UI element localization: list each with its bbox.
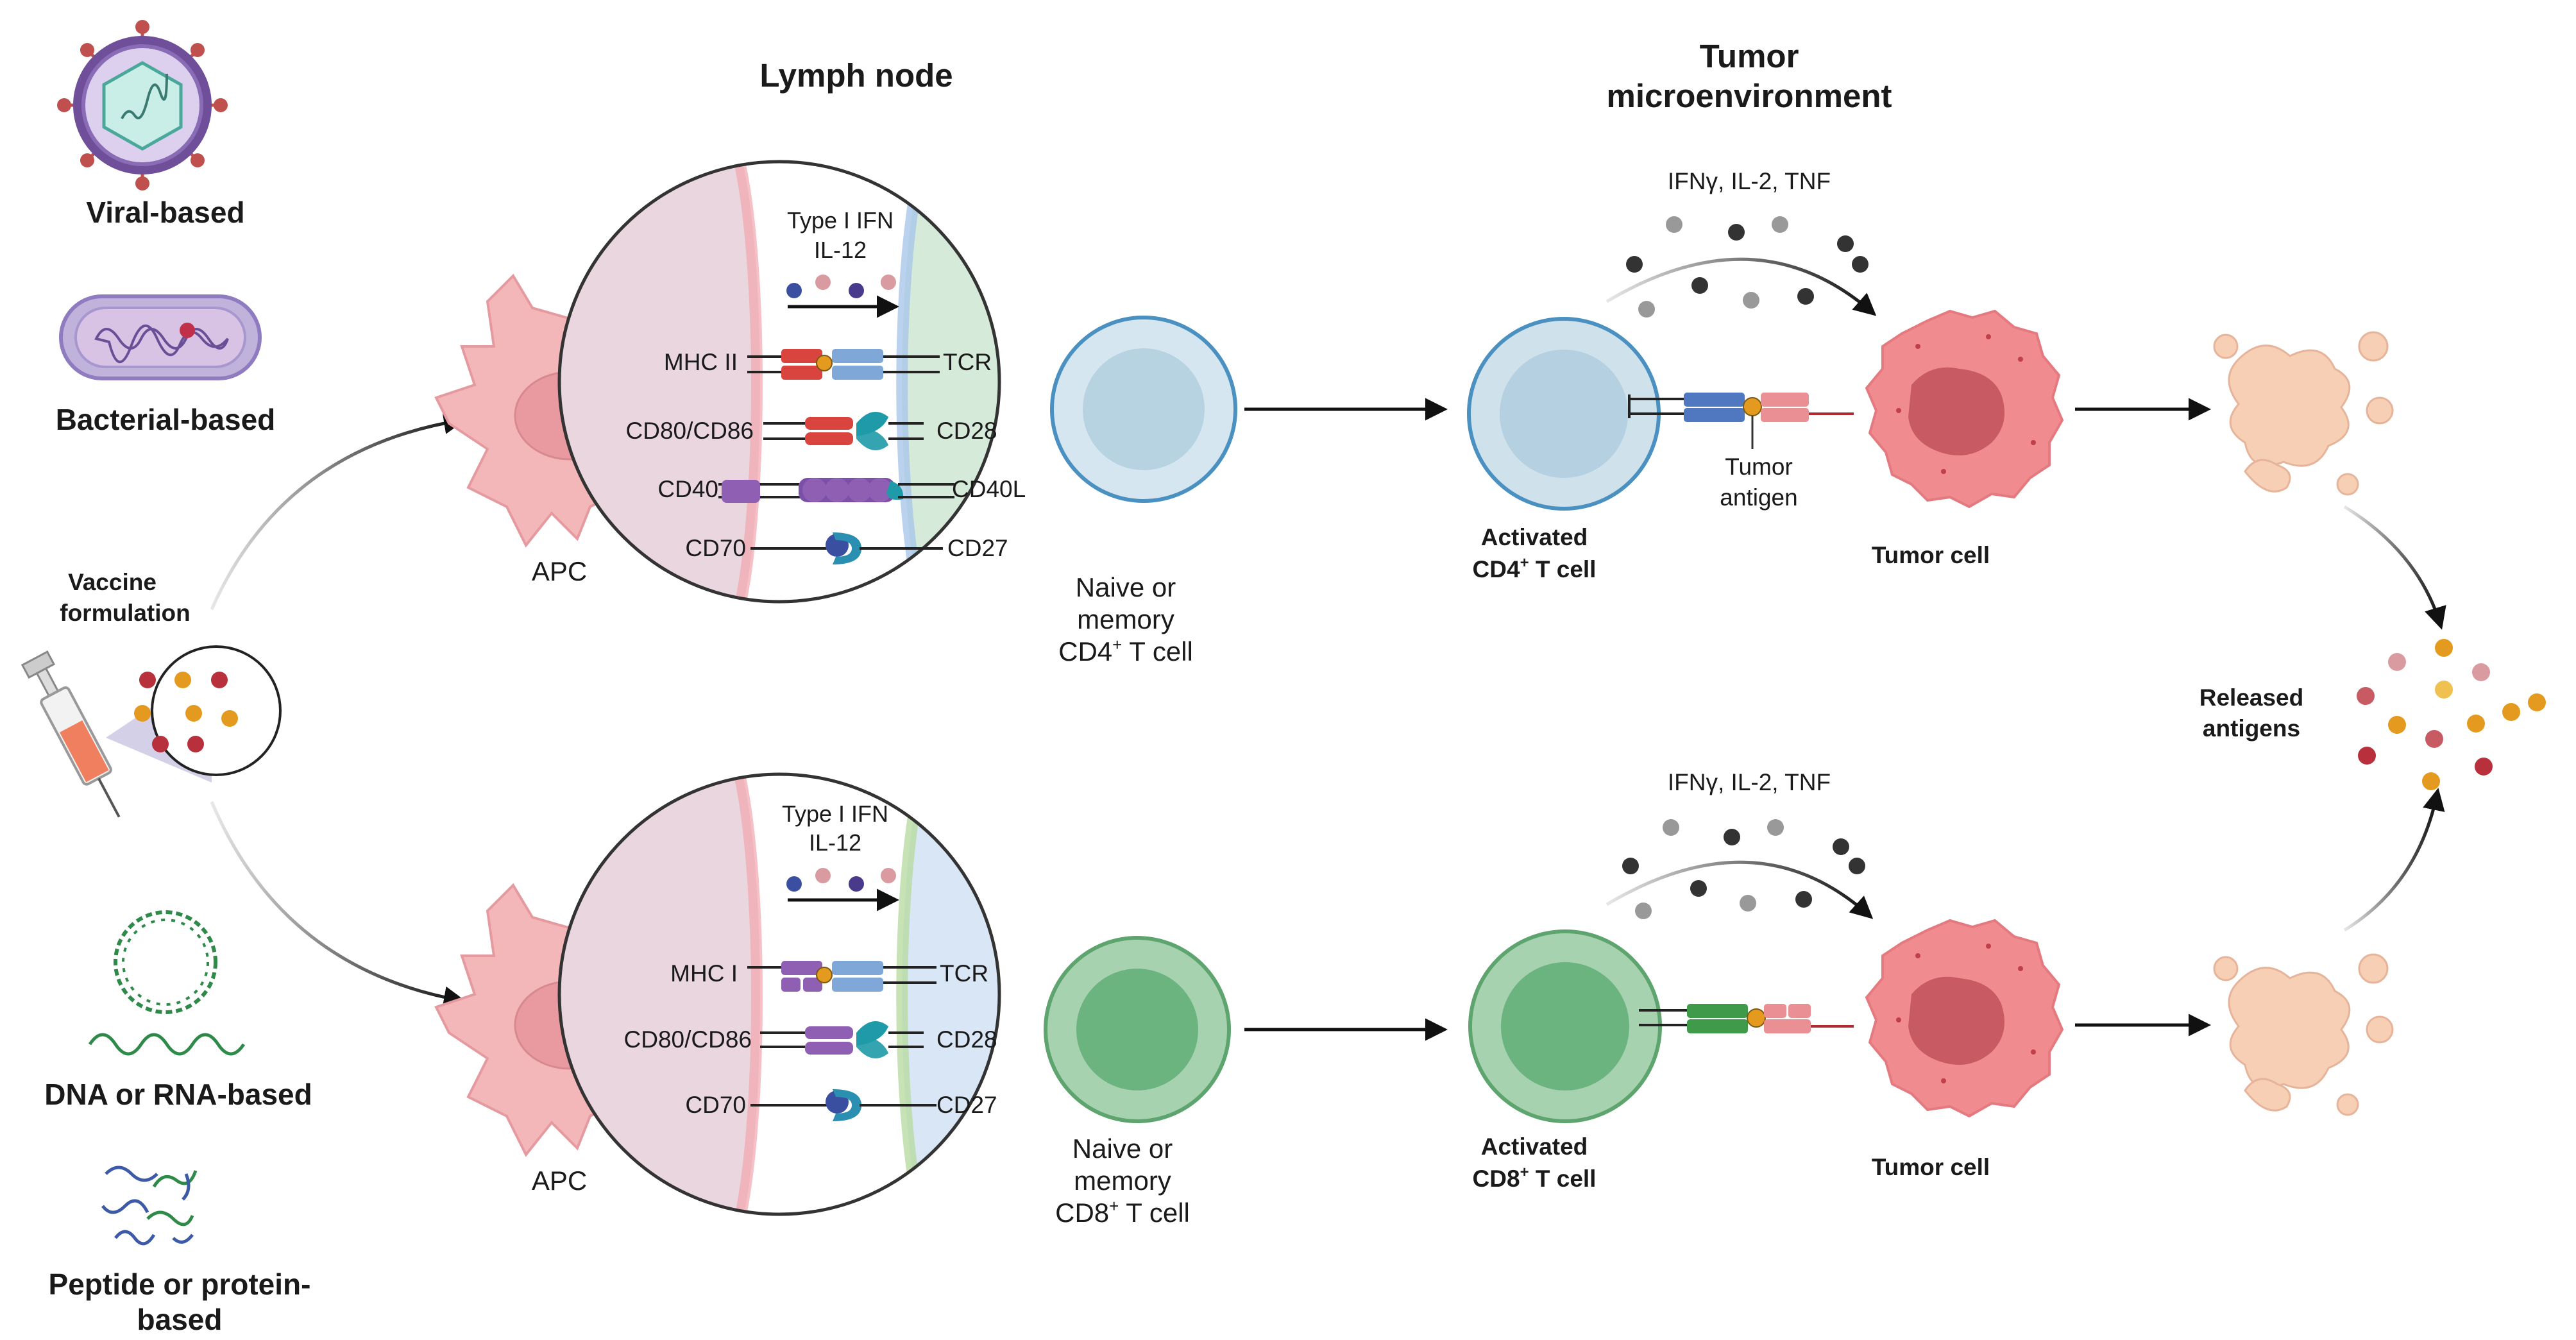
cd4-activated-line1: Activated <box>1481 524 1588 550</box>
arrow-to-cd8-apc <box>210 801 466 1009</box>
cd8-tumor-cell <box>1865 919 2064 1118</box>
cd4-pair-right-1: CD28 <box>936 418 997 444</box>
peptide-vaccine-icon <box>101 1166 198 1246</box>
cd4-activated-t-cell <box>1467 317 1661 511</box>
cd8-pair-left-2: CD70 <box>685 1092 746 1118</box>
cd4-naive-t-cell <box>1050 316 1237 503</box>
cd8-naive-t-cell <box>1044 936 1231 1123</box>
cd8-tumor-cell-label: Tumor cell <box>1872 1154 1990 1180</box>
dna-rna-based-label: DNA or RNA-based <box>44 1078 312 1111</box>
peptide-based-label-line1: Peptide or protein- <box>49 1268 311 1301</box>
cd4-tumor-antigen-line1: Tumor <box>1725 454 1793 480</box>
arrow-cd4-debris-to-antigens <box>2343 505 2446 630</box>
cd4-apc-label: APC <box>532 556 587 586</box>
cd8-pair-left-1: CD80/CD86 <box>624 1026 752 1053</box>
tumor-heading-line2: microenvironment <box>1607 78 1892 114</box>
cd8-synapse-zoom <box>557 772 1001 1216</box>
cd4-effector-cytokine-dots <box>1626 216 1868 318</box>
cd4-effector-cytokines: IFNγ, IL-2, TNF <box>1668 168 1831 194</box>
released-antigen-dots <box>2357 639 2546 790</box>
cd4-pair-right-2: CD40L <box>952 476 1026 502</box>
dna-rna-vaccine-icon <box>88 910 246 1056</box>
cd4-naive-line3: CD4+ T cell <box>1058 635 1193 666</box>
bacterial-based-label: Bacterial-based <box>56 403 276 436</box>
cd4-naive-line2: memory <box>1077 604 1174 634</box>
cd4-tcr-antigen-complex <box>1628 393 1854 449</box>
viral-vaccine-icon <box>57 20 228 191</box>
cd4-synapse-zoom <box>557 160 1001 604</box>
cd8-activated-line1: Activated <box>1481 1133 1588 1160</box>
cd4-tumor-antigen-line2: antigen <box>1720 484 1797 511</box>
cd4-tumor-cell-label: Tumor cell <box>1872 542 1990 568</box>
formulation-antigen-bubble <box>134 645 282 776</box>
cd8-effector-cytokine-dots <box>1622 819 1865 919</box>
lymph-node-heading: Lymph node <box>759 57 953 94</box>
cd4-cytokines-line1: Type I IFN <box>787 207 894 233</box>
released-antigens-line1: Released <box>2199 684 2304 711</box>
cd8-apc-label: APC <box>532 1166 587 1196</box>
arrow-to-cd4-apc <box>210 412 466 611</box>
cd4-pair-left-1: CD80/CD86 <box>626 418 754 444</box>
cd4-activated-line2: CD4+ T cell <box>1473 554 1597 582</box>
cd8-naive-line3: CD8+ T cell <box>1055 1196 1190 1228</box>
peptide-based-label-line2: based <box>137 1303 223 1336</box>
cd8-tcr-antigen-complex <box>1639 1004 1854 1033</box>
cd4-pair-left-0: MHC II <box>664 349 738 375</box>
cd4-pair-right-0: TCR <box>943 349 992 375</box>
viral-based-label: Viral-based <box>86 196 244 229</box>
tumor-heading-line1: Tumor <box>1700 38 1799 74</box>
cd8-naive-line1: Naive or <box>1072 1133 1173 1164</box>
cd8-tumor-debris <box>2213 953 2394 1116</box>
cd8-cytokines-line2: IL-12 <box>809 829 861 856</box>
cd4-cytokines-line2: IL-12 <box>814 237 867 263</box>
cd8-pair-left-0: MHC I <box>670 960 738 987</box>
cd4-pair-left-2: CD40 <box>657 476 718 502</box>
cd8-cytokines-line1: Type I IFN <box>782 801 888 827</box>
bacterial-vaccine-icon <box>59 294 262 380</box>
cd8-effector-cytokines: IFNγ, IL-2, TNF <box>1668 769 1831 795</box>
vaccine-formulation-line2: formulation <box>60 600 190 626</box>
cd8-pair-right-2: CD27 <box>936 1092 997 1118</box>
cd8-activated-t-cell <box>1468 929 1662 1123</box>
cd8-naive-line2: memory <box>1074 1166 1171 1196</box>
cd8-cytokine-arrow <box>1606 860 1874 919</box>
cd4-tumor-debris <box>2213 331 2394 496</box>
cd4-pair-right-3: CD27 <box>947 535 1008 561</box>
cd8-pair-right-0: TCR <box>940 960 988 987</box>
cd4-naive-line1: Naive or <box>1076 572 1176 602</box>
cd4-pair-left-3: CD70 <box>685 535 746 561</box>
cd8-activated-line2: CD8+ T cell <box>1473 1164 1597 1192</box>
vaccine-formulation-line1: Vaccine <box>68 569 157 595</box>
cd4-cytokine-arrow <box>1606 257 1877 316</box>
cd4-tumor-cell <box>1865 309 2064 509</box>
arrow-cd8-debris-to-antigens <box>2343 788 2445 932</box>
cd8-pair-right-1: CD28 <box>936 1026 997 1053</box>
released-antigens-line2: antigens <box>2203 715 2300 742</box>
